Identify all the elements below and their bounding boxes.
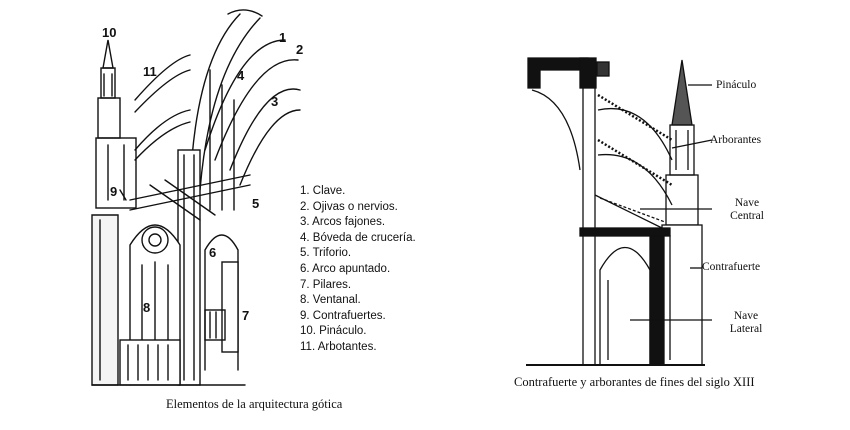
label-nave-lateral: Nave Lateral xyxy=(728,310,764,336)
buttress-section-drawing xyxy=(526,57,713,366)
gothic-elements-drawing: 10 11 1 2 4 3 9 5 6 8 7 xyxy=(91,9,303,386)
legend-item: 9. Contrafuertes. xyxy=(300,309,386,322)
legend-item: 5. Triforio. xyxy=(300,247,352,260)
legend-item: 11. Arbotantes. xyxy=(300,340,377,353)
legend-item: 3. Arcos fajones. xyxy=(300,216,386,229)
label-10: 10 xyxy=(102,25,116,40)
label-7: 7 xyxy=(242,308,249,323)
legend-list: 1. Clave. 2. Ojivas o nervios. 3. Arcos … xyxy=(300,184,416,356)
caption-right: Contrafuerte y arborantes de fines del s… xyxy=(514,375,755,389)
label-5: 5 xyxy=(252,196,259,211)
label-nave-lateral-line1: Nave xyxy=(733,310,759,322)
label-9: 9 xyxy=(110,184,117,199)
legend-item: 7. Pilares. xyxy=(300,278,352,291)
label-6: 6 xyxy=(209,245,216,260)
legend-item: 1. Clave. xyxy=(300,185,346,197)
legend-item: 6. Arco apuntado. xyxy=(300,262,391,275)
label-contrafuerte: Contrafuerte xyxy=(702,261,761,273)
legend-item: 10. Pináculo. xyxy=(300,325,367,338)
legend-item: 2. Ojivas o nervios. xyxy=(300,200,398,213)
label-8: 8 xyxy=(143,300,150,315)
label-nave-central: Nave Central xyxy=(730,197,764,223)
label-3: 3 xyxy=(271,94,278,109)
label-11: 11 xyxy=(143,64,157,79)
label-pinaculo: Pináculo xyxy=(716,79,757,91)
caption-left: Elementos de la arquitectura gótica xyxy=(166,397,343,411)
label-nave-lateral-line2: Lateral xyxy=(729,323,763,335)
buttress-section-diagram: Pináculo Arborantes Nave Central Contraf… xyxy=(440,0,850,425)
gothic-elements-diagram: 10 11 1 2 4 3 9 5 6 8 7 1. Clave. 2. Oji… xyxy=(91,9,416,386)
label-2: 2 xyxy=(296,42,303,57)
label-nave-central-line2: Central xyxy=(730,210,764,222)
label-nave-central-line1: Nave xyxy=(734,197,760,209)
legend-item: 8. Ventanal. xyxy=(300,294,361,307)
label-4: 4 xyxy=(237,68,245,83)
label-1: 1 xyxy=(279,30,286,45)
legend-item: 4. Bóveda de crucería. xyxy=(300,231,416,244)
label-arborantes: Arborantes xyxy=(710,134,762,146)
